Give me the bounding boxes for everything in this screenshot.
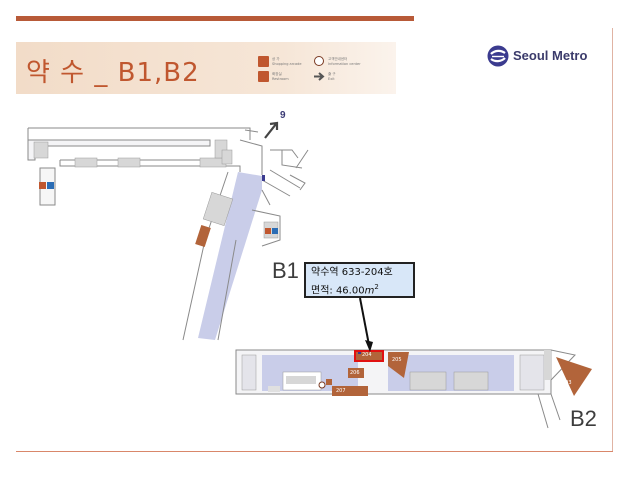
- store-info-callout: 약수역 633-204호 면적: 46.00m2: [304, 262, 415, 298]
- level-label-b1: B1: [272, 258, 299, 283]
- legend-label: 상 가: [272, 57, 280, 61]
- restroom-icon: [39, 182, 54, 189]
- legend-label-en: Exit: [328, 77, 335, 81]
- shopping-arcade-icon: [258, 56, 269, 67]
- legend-label: 출 구: [328, 72, 336, 76]
- callout-pointer-head: [365, 340, 373, 352]
- store-label: 206: [350, 370, 360, 376]
- store-label: 205: [392, 357, 402, 363]
- level-label-b2: B2: [570, 406, 597, 431]
- store-204: [354, 350, 384, 362]
- stores: [326, 350, 592, 396]
- seoul-metro-logo-icon: [487, 45, 509, 67]
- callout-pointer: [359, 297, 370, 346]
- callout-area-unit: m: [364, 285, 375, 297]
- restroom-icon: [258, 71, 269, 82]
- information-center-icon: [314, 56, 324, 66]
- callout-area: 면적: 46.00m2: [311, 280, 408, 298]
- legend-label-en: Information center: [328, 62, 361, 66]
- frame-border-bottom: [16, 451, 613, 452]
- header-accent-bar: [16, 16, 414, 21]
- store-203: [556, 357, 592, 396]
- callout-store-id: 약수역 633-204호: [311, 267, 393, 278]
- legend-label: 고객안내센터: [328, 57, 348, 61]
- exit-arrow-icon: [264, 121, 279, 139]
- title-band: [16, 42, 396, 94]
- store-206: [348, 368, 364, 378]
- b1-diagonal-concourse: [182, 171, 281, 341]
- stairs: [33, 139, 233, 168]
- exit-number: 9: [280, 110, 286, 121]
- store-misc: [326, 379, 332, 385]
- store-207: [332, 386, 368, 396]
- legend-label-en: Restroom: [272, 77, 289, 81]
- legend-label-en: Shopping arcade: [272, 62, 302, 66]
- store-205: [388, 352, 409, 378]
- callout-area-sup: 2: [374, 283, 379, 291]
- legend-label: 화장실: [272, 72, 282, 76]
- station-title: 약 수 _ B1,B2: [26, 58, 200, 88]
- exit-arrow-icon: [314, 72, 325, 81]
- exit-passage: [261, 149, 309, 197]
- seoul-metro-logo-text: Seoul Metro: [513, 48, 588, 63]
- store-label: 204: [362, 352, 372, 358]
- b1-concourse: [27, 127, 263, 206]
- store-label: 207: [336, 388, 346, 394]
- frame-border-right: [612, 28, 613, 452]
- legend: 상 가 Shopping arcade 고객안내센터 Information c…: [258, 56, 368, 86]
- callout-area-value: 면적: 46.00: [311, 285, 365, 297]
- store-label: 203: [562, 380, 572, 386]
